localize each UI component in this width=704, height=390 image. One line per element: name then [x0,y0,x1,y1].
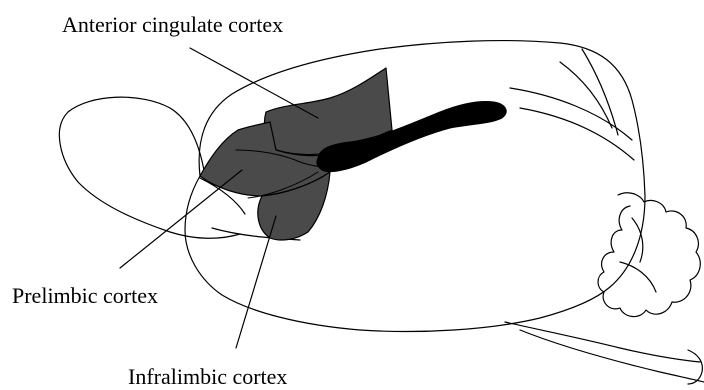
brainstem-outline [505,322,700,362]
leader-line-prelimbic [120,170,242,268]
anterior-cingulate-label: Anterior cingulate cortex [62,14,283,36]
cerebellum-fold-2 [620,262,656,292]
dorsal-region-line-3 [510,88,632,140]
dorsal-region-line-2 [560,62,612,128]
brainstem-ventral [520,330,704,382]
infralimbic-label: Infralimbic cortex [128,366,287,388]
cerebellum-outline [598,193,700,317]
dorsal-region-line-4 [520,108,634,160]
prelimbic-label: Prelimbic cortex [12,285,158,307]
dorsal-region-line-1 [582,49,618,135]
leader-line-anterior-cingulate [190,48,318,118]
